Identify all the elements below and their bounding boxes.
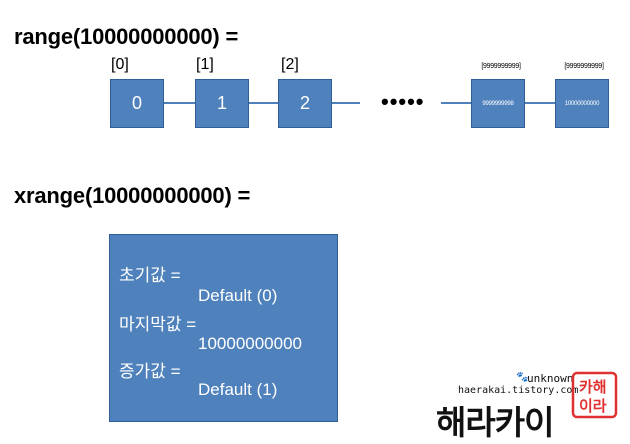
watermark-url: haerakai.tistory.com bbox=[458, 385, 579, 396]
range-element-box: 9999999998 bbox=[471, 79, 525, 128]
initial-label: 초기값 = bbox=[119, 266, 181, 285]
range-element-box: 0 bbox=[110, 79, 164, 128]
xrange-object-box: 초기값 = Default (0) 마지막값 = 10000000000 증가값… bbox=[109, 234, 338, 422]
range-element-box: 2 bbox=[278, 79, 332, 128]
watermark-logo: 🐾 unknown haerakai.tistory.com 해라카이 카해 이… bbox=[430, 370, 630, 441]
index-label: [9999999999] bbox=[481, 63, 521, 70]
connector-line bbox=[525, 102, 556, 104]
watermark-unknown: unknown bbox=[527, 372, 574, 385]
index-label: [0] bbox=[111, 56, 129, 73]
svg-text:이라: 이라 bbox=[579, 397, 607, 415]
svg-text:카해: 카해 bbox=[579, 378, 607, 396]
step-label: 증가값 = bbox=[119, 362, 181, 381]
range-element-box: 10000000000 bbox=[555, 79, 609, 128]
range-element-box: 1 bbox=[195, 79, 249, 128]
initial-value: Default (0) bbox=[198, 286, 278, 305]
connector-line bbox=[249, 102, 279, 104]
element-value: 10000000000 bbox=[564, 100, 600, 107]
unknown-icon: 🐾 bbox=[516, 372, 529, 383]
connector-line bbox=[332, 102, 360, 104]
element-value: 9999999998 bbox=[482, 100, 514, 107]
element-value: 2 bbox=[299, 93, 310, 113]
range-title: range(10000000000) = bbox=[14, 24, 239, 49]
connector-line bbox=[441, 102, 471, 104]
index-label: [1] bbox=[196, 56, 214, 73]
element-value: 0 bbox=[131, 93, 142, 113]
ellipsis: ••••• bbox=[381, 89, 425, 114]
connector-line bbox=[164, 102, 196, 104]
stamp-icon: 카해 이라 bbox=[571, 371, 618, 419]
xrange-title: xrange(10000000000) = bbox=[14, 183, 251, 208]
final-value: 10000000000 bbox=[198, 334, 303, 353]
watermark-brand: 해라카이 bbox=[436, 404, 554, 441]
element-value: 1 bbox=[216, 93, 227, 113]
final-label: 마지막값 = bbox=[119, 315, 197, 334]
index-label: [9999999999] bbox=[564, 63, 604, 70]
index-label: [2] bbox=[281, 56, 299, 73]
step-value: Default (1) bbox=[198, 380, 278, 399]
